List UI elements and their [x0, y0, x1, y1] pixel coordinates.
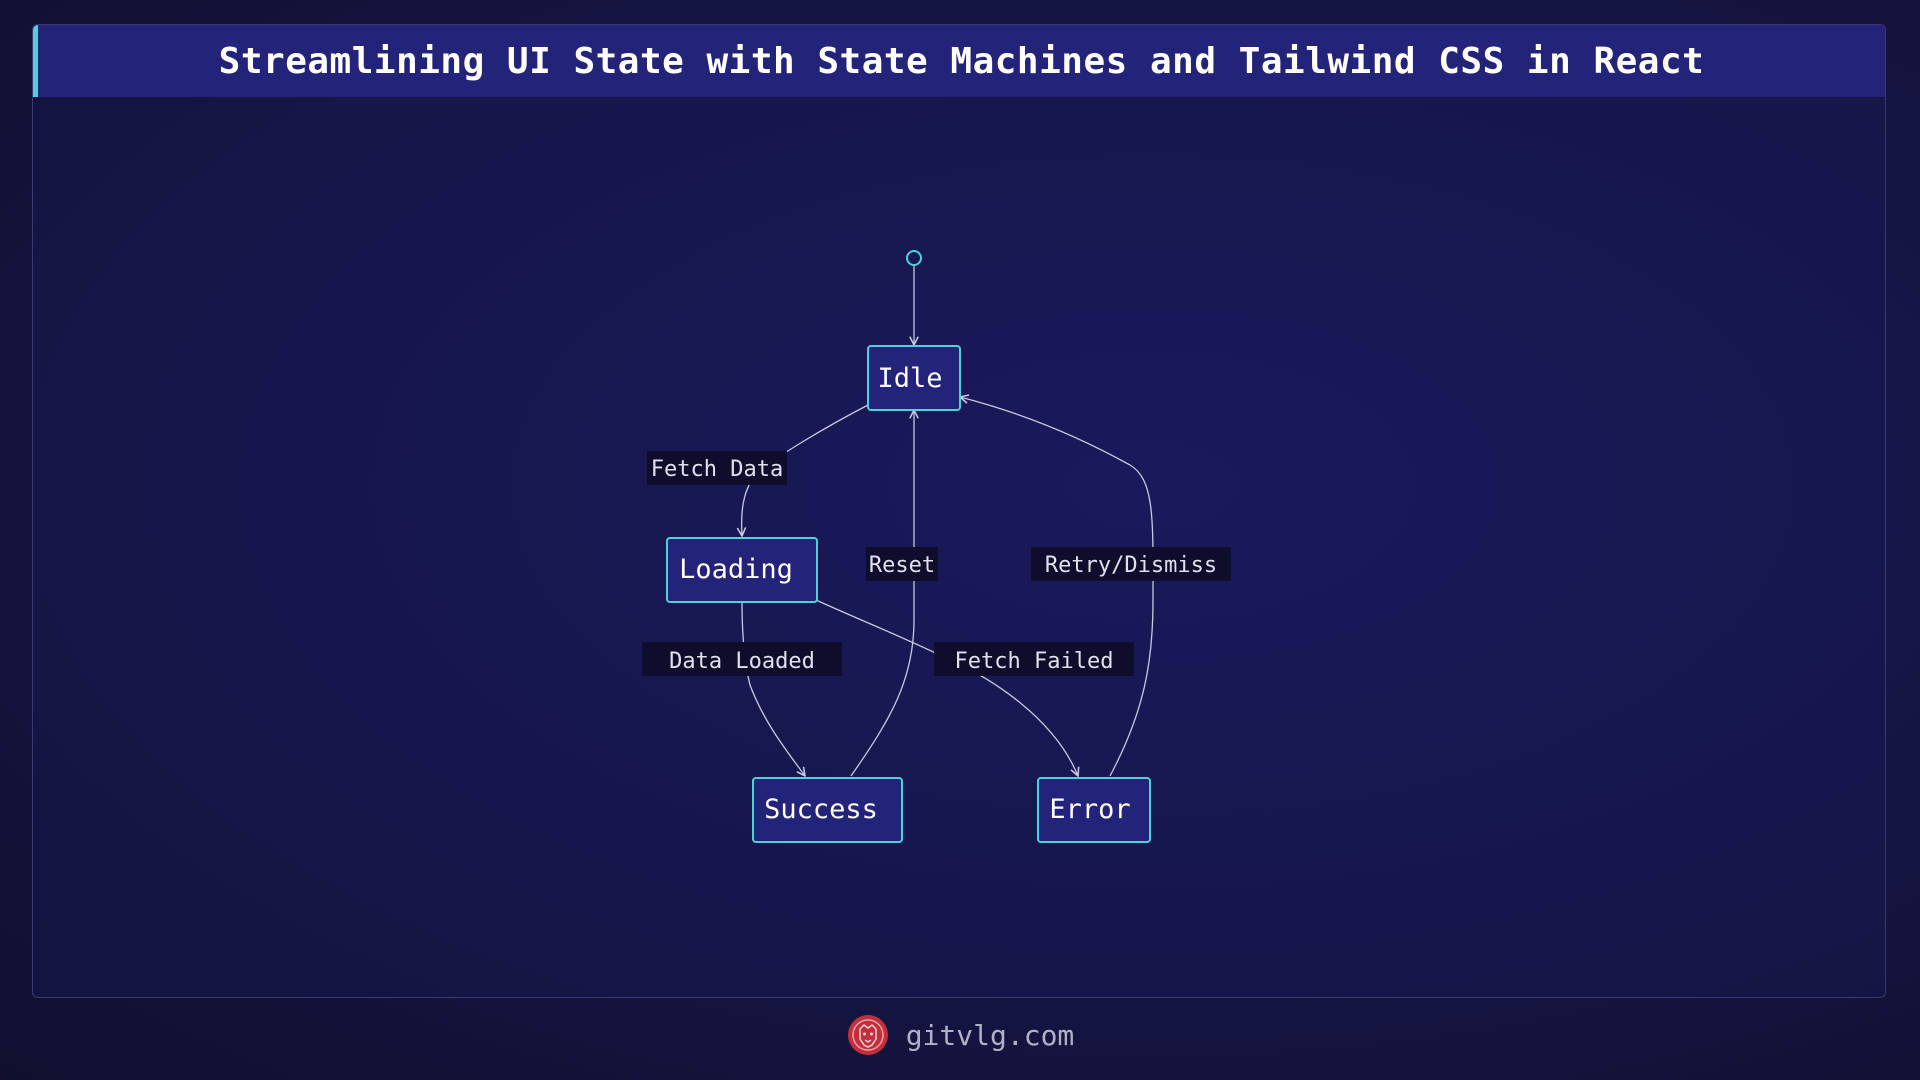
- svg-text:Retry/Dismiss: Retry/Dismiss: [1045, 553, 1217, 578]
- state-node-loading: Loading: [666, 537, 818, 603]
- svg-text:Error: Error: [1049, 794, 1130, 825]
- diagram-frame: Streamlining UI State with State Machine…: [32, 24, 1886, 998]
- svg-text:Loading: Loading: [679, 554, 793, 585]
- edge-data-loaded: [741, 601, 805, 776]
- edge-label-fetch-data: Fetch Data: [647, 451, 787, 485]
- svg-text:Reset: Reset: [869, 553, 935, 578]
- edge-label-fetch-failed: Fetch Failed: [934, 642, 1134, 676]
- svg-text:Success: Success: [764, 794, 878, 825]
- edge-label-data-loaded: Data Loaded: [642, 642, 842, 676]
- edge-fetch-failed: [815, 599, 1078, 776]
- footer-site-link[interactable]: gitvlg.com: [905, 1018, 1075, 1052]
- svg-text:Fetch Failed: Fetch Failed: [955, 649, 1114, 674]
- edge-label-reset: Reset: [866, 547, 938, 581]
- svg-text:Idle: Idle: [877, 363, 942, 394]
- edge-label-retry-dismiss: Retry/Dismiss: [1031, 547, 1231, 581]
- svg-text:Fetch Data: Fetch Data: [651, 457, 783, 482]
- footer: gitvlg.com: [0, 1010, 1920, 1060]
- state-node-error: Error: [1037, 777, 1151, 843]
- svg-text:Data Loaded: Data Loaded: [669, 649, 815, 674]
- state-node-idle: Idle: [867, 345, 961, 411]
- edge-retry-dismiss: [960, 397, 1154, 777]
- page-title: Streamlining UI State with State Machine…: [218, 40, 1705, 82]
- state-node-success: Success: [752, 777, 903, 843]
- title-bar: Streamlining UI State with State Machine…: [33, 25, 1885, 97]
- initial-state-marker: [906, 250, 922, 266]
- lion-logo-icon: [847, 1015, 888, 1055]
- edge-reset: [850, 410, 914, 777]
